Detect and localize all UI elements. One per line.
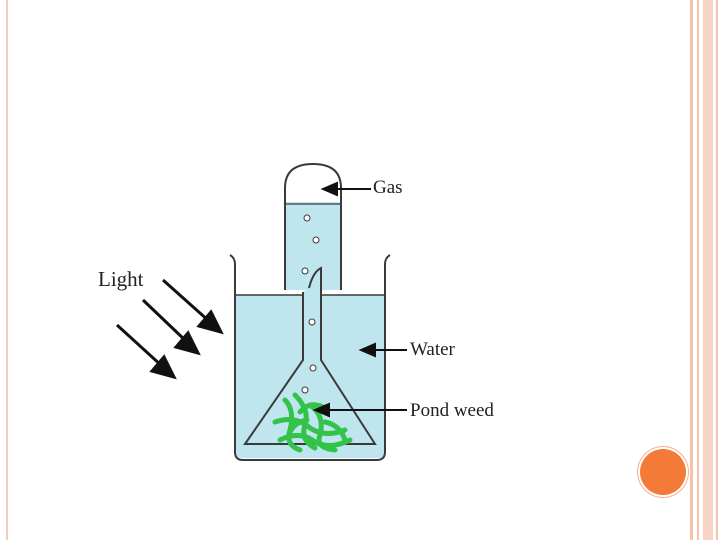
- light-arrows: [115, 278, 224, 380]
- photosynthesis-diagram: [95, 160, 525, 470]
- label-arrows: [312, 181, 407, 418]
- gas-bubbles: [301, 214, 320, 394]
- water-label: Water: [410, 339, 455, 360]
- left-border-stripe: [6, 0, 8, 540]
- beaker-outline: [229, 254, 391, 461]
- gas-label: Gas: [373, 177, 403, 198]
- right-border-stripe: [703, 0, 713, 540]
- light-label: Light: [98, 267, 144, 291]
- right-border-stripe: [697, 0, 699, 540]
- pond-weed-label: Pond weed: [410, 400, 494, 421]
- right-border-stripe: [690, 0, 693, 540]
- diagram-drawing: [115, 162, 407, 461]
- pond-weed: [272, 392, 353, 453]
- test-tube: [284, 162, 342, 290]
- test-tube-water: [285, 202, 341, 290]
- right-border-stripe: [716, 0, 718, 540]
- orange-circle-decoration: [640, 449, 686, 495]
